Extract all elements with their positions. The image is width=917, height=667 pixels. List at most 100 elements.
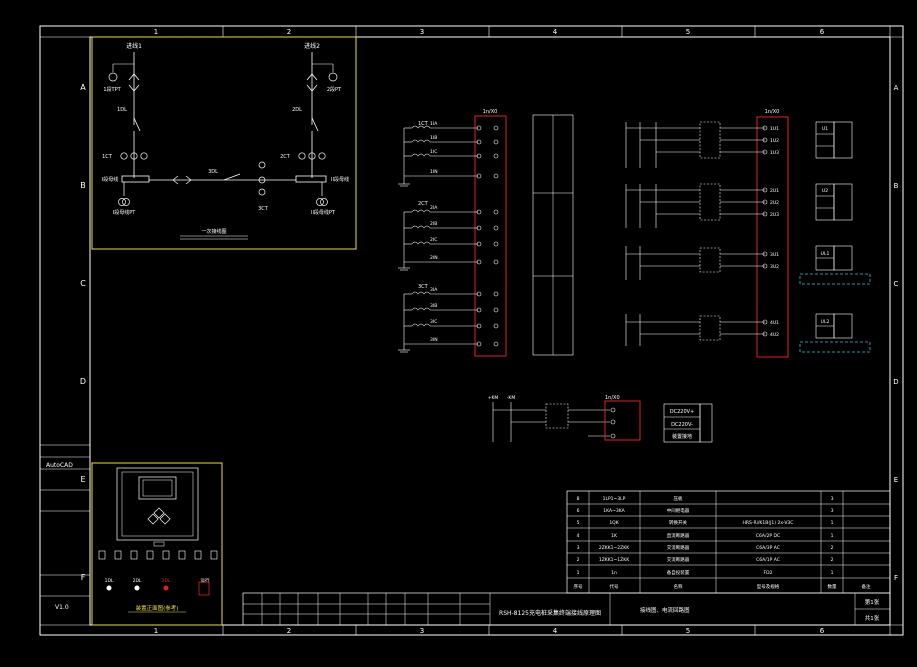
voltage-terminal-strip [756, 116, 789, 358]
svg-text:1: 1 [577, 570, 580, 576]
svg-text:DC220V+: DC220V+ [670, 409, 695, 415]
tie-breaker-icon [223, 173, 241, 181]
svg-text:3: 3 [577, 545, 580, 551]
svg-text:运行: 运行 [201, 577, 210, 584]
left-strip: AutoCAD V1.0 [40, 444, 90, 611]
svg-text:1U3: 1U3 [770, 150, 779, 156]
col-label: 1 [154, 28, 158, 36]
pt2-label: 2段PT [327, 86, 342, 93]
row-label: D [893, 378, 898, 386]
svg-text:1K: 1K [611, 533, 618, 539]
col-label: 4 [553, 627, 558, 635]
svg-text:2U3: 2U3 [770, 212, 779, 218]
ct1-label: 1CT [102, 154, 113, 160]
svg-text:FD2: FD2 [764, 570, 773, 576]
row-label: F [81, 573, 86, 582]
svg-text:交流断路器: 交流断路器 [667, 544, 690, 551]
breaker1-label: 1DL [117, 107, 127, 113]
current-circuits: 1n/X0 1CT 1IA 1IB 1IC 1IN 2CT [398, 109, 574, 357]
svg-text:压板: 压板 [674, 495, 683, 502]
svg-text:装置接地: 装置接地 [672, 433, 692, 440]
row-label: D [80, 377, 86, 386]
drawing-title: RSH-8125充电桩采集终端接线原理图 [499, 609, 601, 617]
svg-text:代号: 代号 [610, 583, 619, 590]
bus-pt2-label: II段母线PT [311, 209, 336, 216]
svg-text:3: 3 [831, 508, 834, 514]
version-label: V1.0 [55, 604, 69, 611]
svg-text:直流断路器: 直流断路器 [667, 532, 690, 539]
row-label: A [894, 84, 899, 92]
pt-icon [108, 72, 118, 82]
pt-icon [118, 198, 126, 206]
svg-text:2DL: 2DL [133, 578, 142, 584]
row-label: B [894, 182, 899, 190]
svg-text:U1: U1 [822, 126, 828, 132]
panel-border [91, 462, 223, 626]
svg-text:4: 4 [577, 533, 580, 539]
svg-text:4U2: 4U2 [770, 332, 779, 338]
column-markers: 1 2 3 4 5 6 1 2 3 4 5 6 [154, 26, 825, 635]
svg-text:1U1: 1U1 [770, 126, 779, 132]
current-terminal-header: 1n/X0 [483, 109, 498, 115]
svg-text:1U2: 1U2 [770, 138, 779, 144]
svg-text:序号: 序号 [574, 583, 583, 590]
one-line-diagram: 进线1 1段TPT 1DL 1CT I段母线 I段母线PT 3DL 3CT 进线… [91, 36, 357, 250]
svg-text:5: 5 [577, 520, 580, 526]
svg-text:转换开关: 转换开关 [669, 519, 687, 526]
svg-text:UL2: UL2 [821, 319, 830, 325]
col-label: 2 [287, 28, 291, 36]
svg-text:-KM: -KM [507, 395, 516, 401]
device-screen [138, 476, 177, 500]
device-body [116, 467, 199, 541]
cyan-note-box [799, 273, 871, 285]
svg-text:1: 1 [831, 520, 834, 526]
svg-text:1IN: 1IN [430, 169, 438, 175]
svg-text:1DL: 1DL [105, 578, 114, 584]
col-label: 4 [553, 28, 558, 36]
svg-text:1CT: 1CT [418, 121, 429, 127]
current-terminal-strip [474, 115, 507, 357]
voltage-terminal-header: 1n/X0 [765, 109, 780, 115]
svg-text:C6A/1P AC: C6A/1P AC [756, 557, 780, 563]
svg-text:3IA: 3IA [430, 287, 438, 293]
one-line-border [91, 36, 357, 250]
col-label: 6 [820, 627, 825, 635]
svg-text:1: 1 [831, 570, 834, 576]
svg-text:DC220V-: DC220V- [671, 422, 693, 428]
svg-text:型号及规格: 型号及规格 [757, 583, 780, 590]
svg-text:1QK: 1QK [609, 520, 619, 526]
svg-text:数量: 数量 [828, 583, 837, 590]
svg-text:2CT: 2CT [418, 201, 429, 207]
svg-text:C6A/2P DC: C6A/2P DC [756, 533, 780, 539]
col-label: 5 [686, 627, 690, 635]
sheet-total: 共1张 [865, 614, 880, 622]
svg-text:2: 2 [831, 557, 834, 563]
svg-text:2IA: 2IA [430, 205, 438, 211]
ct2-label: 2CT [280, 154, 291, 160]
svg-text:1IA: 1IA [430, 121, 438, 127]
drawing-subtitle: 接线图、电流回路图 [640, 606, 690, 614]
svg-text:3IN: 3IN [430, 337, 438, 343]
svg-text:1n: 1n [611, 570, 617, 576]
ct-icon [130, 152, 138, 160]
equipment-table: 8 1LP1~3LP 压板 3 6 1KA~3KA 中间继电器 3 5 1QK … [566, 490, 891, 594]
pt-icon [328, 72, 338, 82]
lamp-icon [106, 585, 112, 591]
svg-text:2IB: 2IB [430, 221, 437, 227]
svg-text:6: 6 [577, 508, 580, 514]
bus2-icon [295, 175, 327, 183]
pt1-label: 1段TPT [103, 86, 121, 93]
svg-text:1IB: 1IB [430, 135, 437, 141]
bus1-icon [121, 175, 150, 183]
lamp-icon [163, 585, 169, 591]
col-label: 2 [287, 627, 291, 635]
col-label: 6 [820, 28, 825, 36]
svg-text:HRS-Ri/K1B(J1) 2x-V3C: HRS-Ri/K1B(J1) 2x-V3C [743, 520, 794, 526]
row-markers: A B C D E F A B C D E F [80, 83, 899, 582]
svg-text:1IC: 1IC [430, 149, 437, 155]
svg-text:交流断路器: 交流断路器 [667, 556, 690, 563]
source1-label: 进线1 [126, 42, 142, 50]
svg-text:备注: 备注 [862, 583, 871, 590]
svg-text:1KA~3KA: 1KA~3KA [603, 508, 625, 514]
